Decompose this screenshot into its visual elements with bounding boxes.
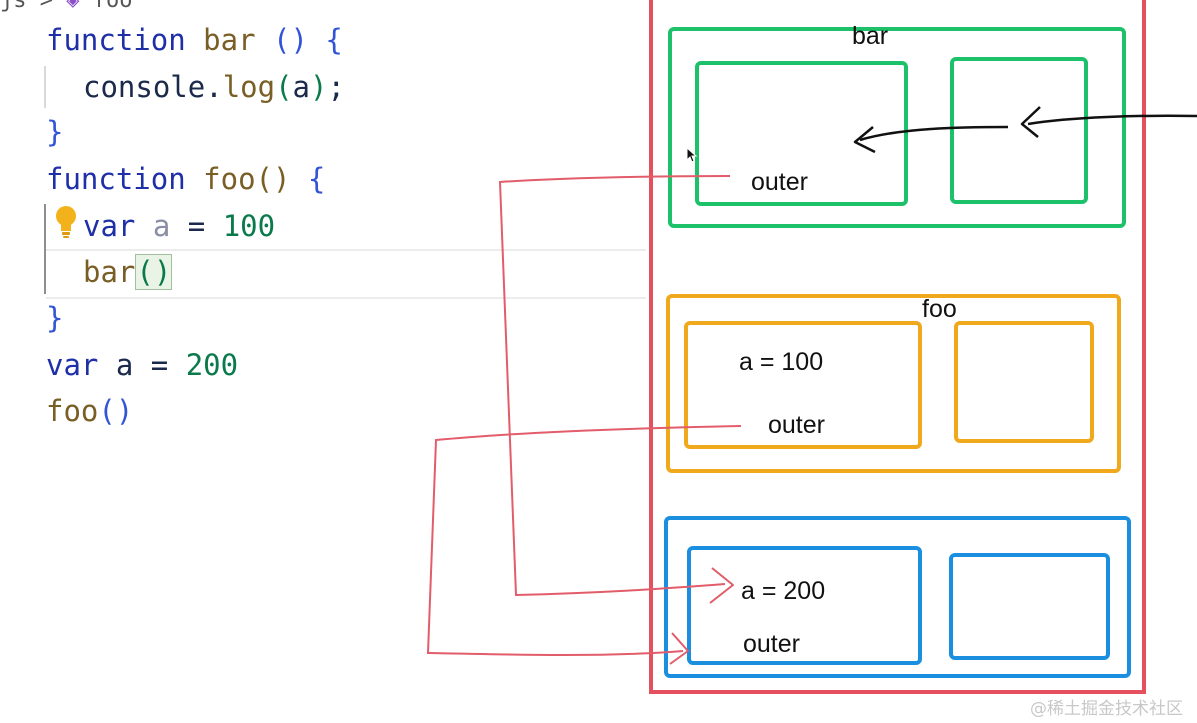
foo-context-title: foo (922, 295, 957, 323)
code-line-7[interactable]: } (46, 298, 63, 338)
keyword: var (46, 348, 99, 382)
bar-lexical-env-box (950, 57, 1088, 204)
indent-guide-active (44, 204, 46, 294)
identifier: a (292, 70, 311, 104)
lookup-arrow-line (1027, 114, 1197, 126)
punctuation: ; (327, 70, 345, 104)
bar-outer-arrowhead (709, 567, 734, 604)
lightbulb-icon[interactable] (54, 205, 78, 239)
current-line-highlight (46, 249, 646, 299)
lookup-arrowhead-2 (853, 126, 876, 154)
code-line-9[interactable]: foo() (46, 391, 133, 431)
code-editor[interactable]: js > ◈ foo function bar () { console.log… (0, 0, 646, 723)
global-context-box (664, 516, 1131, 678)
global-outer-label: outer (743, 630, 800, 658)
symbol-cube-icon: ◈ (66, 0, 80, 13)
keyword: function (46, 23, 186, 57)
number-literal: 100 (222, 209, 276, 243)
code-line-6[interactable]: bar() (83, 252, 173, 292)
brace: } (46, 301, 64, 335)
foo-outer-label: outer (768, 411, 825, 439)
function-name: foo (203, 162, 256, 196)
bar-outer-label: outer (751, 168, 808, 196)
method-name: log (222, 70, 276, 104)
punctuation: () { (255, 23, 343, 57)
breadcrumb-separator: > (39, 0, 53, 13)
global-value-label: a = 200 (741, 577, 826, 605)
breadcrumb-file[interactable]: js (0, 0, 27, 13)
code-line-5[interactable]: var a = 100 (83, 206, 275, 246)
code-line-4[interactable]: function foo() { (46, 159, 325, 199)
code-line-8[interactable]: var a = 200 (46, 345, 238, 385)
punctuation: ) (310, 70, 328, 104)
matched-bracket: () (135, 254, 173, 290)
code-line-3[interactable]: } (46, 112, 63, 152)
breadcrumb-symbol[interactable]: foo (92, 0, 133, 13)
operator: = (170, 209, 223, 243)
foo-outer-arrowhead (669, 632, 689, 665)
identifier: a (152, 209, 171, 243)
punctuation: . (205, 70, 223, 104)
punctuation: () (98, 394, 134, 428)
identifier: console (83, 70, 206, 104)
brace: } (46, 115, 64, 149)
watermark: @稀土掘金技术社区 (1030, 699, 1183, 719)
function-call: bar (83, 255, 136, 289)
mouse-cursor-icon (686, 147, 698, 163)
identifier: a (115, 348, 134, 382)
foo-value-label: a = 100 (739, 348, 824, 376)
lookup-arrowhead (1020, 106, 1041, 138)
foo-context-box (666, 294, 1121, 473)
code-line-1[interactable]: function bar () { (46, 20, 343, 60)
bar-context-title: bar (852, 22, 889, 50)
breadcrumb[interactable]: js > ◈ foo (0, 0, 133, 13)
keyword: function (46, 162, 186, 196)
indent-guide (44, 66, 46, 108)
punctuation: () (255, 162, 291, 196)
operator: = (133, 348, 186, 382)
bar-context-box (668, 27, 1126, 228)
call-stack-frame (649, 0, 1146, 694)
punctuation: { (290, 162, 326, 196)
function-name: bar (203, 23, 256, 57)
keyword: var (83, 209, 136, 243)
foo-lexical-env-box (954, 321, 1094, 443)
number-literal: 200 (185, 348, 239, 382)
lookup-arrow-line-2 (859, 125, 1009, 142)
code-line-2[interactable]: console.log(a); (83, 67, 345, 107)
global-lexical-env-box (949, 553, 1110, 660)
function-call: foo (46, 394, 99, 428)
punctuation: ( (275, 70, 293, 104)
